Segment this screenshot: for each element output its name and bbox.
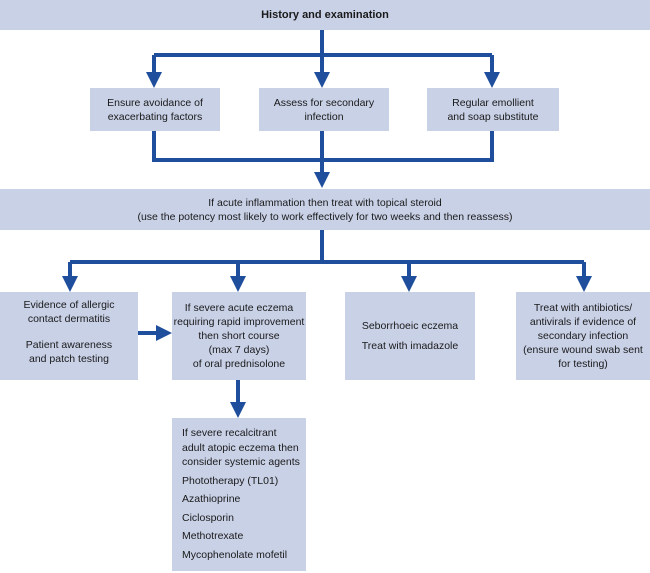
patch-testing-line-2: and patch testing <box>29 353 109 365</box>
avoidance-box: Ensure avoidance of exacerbating factors <box>90 88 220 131</box>
systemic-intro-3: consider systemic agents <box>182 456 300 468</box>
systemic-agents-box: If severe recalcitrant adult atopic ecze… <box>172 418 306 571</box>
agent-ciclosporin: Ciclosporin <box>182 511 234 524</box>
antibiotics-line-5: for testing) <box>558 358 608 370</box>
severe-line-3: then short course <box>198 330 280 342</box>
antibiotics-line-3: secondary infection <box>537 330 629 342</box>
agent-azathioprine: Azathioprine <box>182 493 241 505</box>
steroid-line-2: (use the potency most likely to work eff… <box>137 210 513 223</box>
history-examination-box: History and examination <box>0 0 650 30</box>
agent-phototherapy: Phototherapy (TL01) <box>182 474 279 487</box>
topical-steroid-box: If acute inflammation then treat with to… <box>0 189 650 230</box>
seborrhoeic-line-1: Seborrhoeic eczema <box>361 320 459 332</box>
severe-line-2: requiring rapid improvement <box>173 316 305 328</box>
patch-testing-line-1: Patient awareness <box>25 339 113 351</box>
systemic-intro-1: If severe recalcitrant <box>182 427 277 439</box>
severe-line-4: (max 7 days) <box>208 344 270 356</box>
antibiotics-line-2: antivirals if evidence of <box>529 316 637 328</box>
oral-prednisolone-box: If severe acute eczema requiring rapid i… <box>172 292 306 380</box>
antibiotics-box: Treat with antibiotics/ antivirals if ev… <box>516 292 650 380</box>
severe-line-5: of oral prednisolone <box>192 358 286 370</box>
emollient-line-1: Regular emollient <box>452 96 534 109</box>
agent-mycophenolate: Mycophenolate mofetil <box>182 548 288 561</box>
severe-line-1: If severe acute eczema <box>184 302 294 314</box>
assess-infection-box: Assess for secondary infection <box>259 88 389 131</box>
allergic-dermatitis-box: Evidence of allergic contact dermatitis … <box>0 292 138 380</box>
history-examination-label: History and examination <box>261 9 389 21</box>
steroid-line-1: If acute inflammation then treat with to… <box>208 196 442 209</box>
allergic-line-1: Evidence of allergic <box>23 299 115 311</box>
antibiotics-line-1: Treat with antibiotics/ <box>533 302 633 314</box>
avoidance-line-1: Ensure avoidance of <box>107 96 203 109</box>
avoidance-line-2: exacerbating factors <box>107 110 203 123</box>
emollient-box: Regular emollient and soap substitute <box>427 88 559 131</box>
assess-line-2: infection <box>304 110 344 123</box>
emollient-line-2: and soap substitute <box>447 110 539 123</box>
agent-methotrexate: Methotrexate <box>182 530 244 542</box>
allergic-line-2: contact dermatitis <box>27 313 111 325</box>
seborrhoeic-box: Seborrhoeic eczema Treat with imadazole <box>345 292 475 380</box>
systemic-intro-2: adult atopic eczema then <box>182 441 299 454</box>
antibiotics-line-4: (ensure wound swab sent <box>523 344 643 356</box>
assess-line-1: Assess for secondary <box>273 96 375 109</box>
seborrhoeic-line-2: Treat with imadazole <box>361 340 459 352</box>
